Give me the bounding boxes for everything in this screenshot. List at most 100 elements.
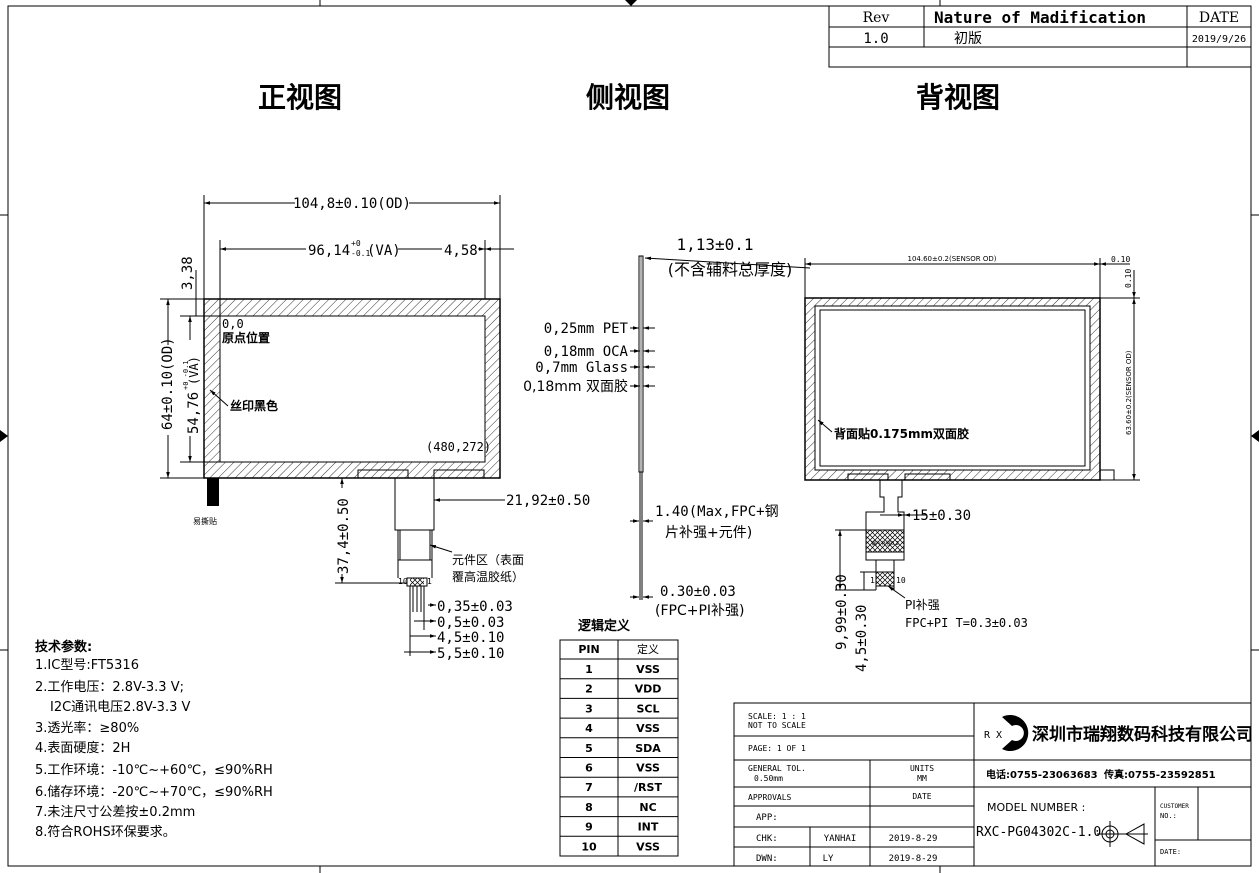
page-label: PAGE: 1 OF 1 bbox=[748, 744, 806, 753]
company-name: 深圳市瑞翔数码科技有限公司 bbox=[1032, 724, 1253, 745]
side-view: 1,13±0.1 (不含辅料总厚度) 0,25mm PET 0,18mm OCA… bbox=[523, 235, 811, 619]
rev-header: Rev bbox=[863, 10, 890, 26]
origin-label: 原点位置 bbox=[222, 330, 270, 345]
back-pin-10: 10 bbox=[896, 576, 906, 585]
date-header: DATE bbox=[1199, 10, 1239, 26]
dwn-name: LY bbox=[823, 854, 834, 864]
pin-number: 9 bbox=[585, 821, 593, 834]
end-coord: (480,272) bbox=[426, 440, 491, 454]
pin-number: 3 bbox=[585, 702, 593, 715]
fpc-offset: 21,92±0.50 bbox=[506, 493, 590, 509]
customer-no-1: CUSTOMER bbox=[1160, 803, 1189, 810]
back-pin-1: 1 bbox=[870, 576, 875, 585]
units-2: MM bbox=[917, 774, 927, 783]
back-gap-right: 0.10 bbox=[1111, 255, 1130, 264]
title-block: SCALE: 1 : 1 NOT TO SCALE PAGE: 1 OF 1 G… bbox=[733, 702, 1253, 867]
dim-va-width-tol-upper: +0 bbox=[351, 239, 361, 248]
dim-top-margin: 3,38 bbox=[180, 256, 196, 290]
model-label: MODEL NUMBER : bbox=[987, 801, 1085, 814]
pin-definition: VSS bbox=[636, 840, 660, 853]
dim-od-width: 104,8±0.10(OD) bbox=[293, 196, 411, 212]
back-view-title: 背视图 bbox=[916, 81, 1000, 114]
pin-definition: VSS bbox=[636, 722, 660, 735]
pin-definition: SDA bbox=[635, 742, 661, 755]
dim-va-height-tol: +0 -0.1 bbox=[182, 360, 190, 390]
scale-1: SCALE: 1 : 1 bbox=[748, 712, 806, 721]
fpc-length: 37,4±0.50 bbox=[336, 498, 352, 574]
front-view-title: 正视图 bbox=[258, 81, 342, 114]
side-fpc-thickness-1: 0.30±0.03 bbox=[660, 584, 736, 600]
tech-param-line: 2.工作电压：2.8V-3.3 V; bbox=[35, 680, 184, 695]
side-thickness: 1,13±0.1 bbox=[676, 235, 753, 254]
easy-tear-tab bbox=[207, 478, 219, 506]
tech-param-line: 8.符合ROHS环保要求。 bbox=[35, 824, 176, 840]
component-area bbox=[397, 529, 433, 561]
tech-param-line: 7.未注尺寸公差按±0.2mm bbox=[35, 805, 195, 820]
silk-label: 丝印黑色 bbox=[230, 398, 278, 413]
revision-table: Rev Nature of Madification DATE 1.0 初版 2… bbox=[828, 5, 1252, 68]
pin-definition: /RST bbox=[634, 781, 662, 794]
side-view-title: 侧视图 bbox=[586, 81, 670, 114]
pin-definition: VDD bbox=[635, 683, 662, 696]
pin-definition: SCL bbox=[636, 702, 659, 715]
front-pin-1: 1 bbox=[427, 577, 432, 586]
nature-header: Nature of Madification bbox=[934, 8, 1146, 27]
company-logo: R X bbox=[984, 715, 1029, 751]
logo-letters: R X bbox=[984, 730, 1002, 741]
component-note-2: 覆高温胶纸） bbox=[452, 569, 524, 584]
customer-no-2: NO.: bbox=[1160, 812, 1177, 820]
side-max-thickness-2: 片补强+元件) bbox=[665, 525, 752, 541]
tech-param-line: 3.透光率：≥80% bbox=[35, 720, 139, 736]
layer-tape: 0,18mm 双面胶 bbox=[523, 378, 628, 395]
side-max-thickness-1: 1.40(Max,FPC+钢 bbox=[655, 504, 779, 520]
dim-va-height: 54,76 bbox=[186, 392, 202, 434]
component-note-1: 元件区（表面 bbox=[452, 553, 524, 567]
approvals-date: DATE bbox=[912, 792, 931, 801]
back-pi-label: PI补强 bbox=[905, 598, 940, 612]
chk-name: YANHAI bbox=[824, 834, 857, 844]
dwn-date: 2019-8-29 bbox=[889, 854, 938, 864]
company-fax: 传真:0755-23592851 bbox=[1103, 768, 1216, 781]
back-fpc-tail: 4,5±0.30 bbox=[854, 605, 870, 672]
pin-header: PIN bbox=[578, 643, 599, 656]
tech-param-line: 5.工作环境：-10℃~+60℃，≤90%RH bbox=[35, 763, 273, 778]
front-dim-bottom-1: 0,35±0.03 bbox=[437, 599, 513, 615]
pin-table-title: 逻辑定义 bbox=[578, 618, 631, 634]
pin-number: 1 bbox=[585, 663, 593, 676]
pin-number: 4 bbox=[585, 722, 593, 735]
back-view: 钢片补强0.2 1 10 104.60±0.2(SENSOR OD) 0.10 … bbox=[804, 255, 1140, 672]
units-1: UNITS bbox=[910, 764, 934, 773]
dim-va-width: 96,14 bbox=[308, 243, 350, 259]
dim-right-margin: 4,58 bbox=[444, 243, 478, 259]
pin-number: 2 bbox=[585, 683, 593, 696]
pin-definition: VSS bbox=[636, 762, 660, 775]
rev-value: 1.0 bbox=[863, 31, 888, 47]
approvals: APPROVALS bbox=[748, 793, 792, 802]
dim-va-height-suffix: (VA) bbox=[187, 356, 201, 385]
front-pin-10: 10 bbox=[398, 577, 408, 586]
back-sensor-width: 104.60±0.2(SENSOR OD) bbox=[908, 255, 997, 263]
front-dim-bottom-2: 0,5±0.03 bbox=[437, 615, 504, 631]
nature-value: 初版 bbox=[954, 30, 982, 47]
customer-date: DATE: bbox=[1160, 848, 1181, 856]
pin-definition: VSS bbox=[636, 663, 660, 676]
origin-coord: 0,0 bbox=[222, 317, 244, 331]
back-fpc-width: 15±0.30 bbox=[912, 508, 971, 524]
layer-pet: 0,25mm PET bbox=[544, 321, 629, 337]
pin-definition: INT bbox=[638, 821, 659, 834]
def-header: 定义 bbox=[637, 642, 659, 656]
front-view: 易撕贴 10 1 104,8±0.10(OD) 96,14 +0 -0.1 (V… bbox=[158, 194, 590, 662]
pin-number: 5 bbox=[585, 742, 593, 755]
back-gap-top: 0.10 bbox=[1124, 269, 1133, 288]
side-fpc-thickness-2: (FPC+PI补强) bbox=[655, 603, 745, 619]
tech-param-line: 4.表面硬度：2H bbox=[35, 740, 130, 756]
tech-param-line: I2C通讯电压2.8V-3.3 V bbox=[50, 700, 190, 715]
company-phone: 电话:0755-23063683 bbox=[986, 768, 1098, 781]
tech-param-line: 6.储存环境：-20℃~+70℃，≤90%RH bbox=[35, 785, 273, 800]
tech-params: 技术参数: 1.IC型号:FT5316 2.工作电压：2.8V-3.3 V; I… bbox=[35, 639, 273, 840]
gen-tol-1: GENERAL TOL. bbox=[748, 764, 806, 773]
gen-tol-2: 0.50mm bbox=[754, 774, 783, 783]
dwn-label: DWN: bbox=[756, 854, 778, 864]
back-sensor-height: 63.60±0.2(SENSOR OD) bbox=[1125, 350, 1133, 435]
